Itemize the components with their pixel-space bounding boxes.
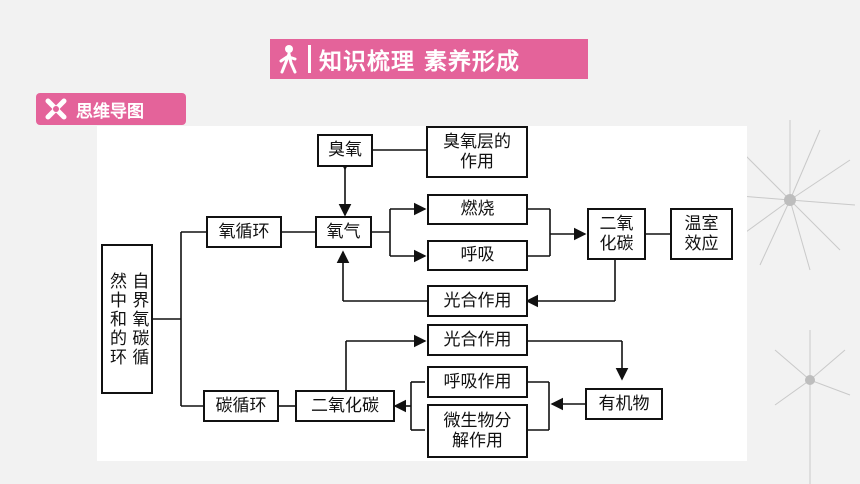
root-text-col-2: 然中和的环 <box>106 271 126 367</box>
mind-map-tag: 思维导图 <box>36 93 186 125</box>
carbon-cycle-node: 碳循环 <box>203 390 279 422</box>
respiration-node: 呼吸 <box>427 240 528 271</box>
co2-bottom-node: 二氧化碳 <box>295 390 395 422</box>
diagram-canvas: 自界氧碳循 然中和的环 氧循环 碳循环 臭氧 臭氧层的作用 氧气 燃烧 呼吸 二… <box>97 126 747 461</box>
respiration-bottom-node: 呼吸作用 <box>427 366 528 398</box>
oxygen-node: 氧气 <box>315 216 372 248</box>
section-title-banner: 知识梳理 素养形成 <box>270 39 588 79</box>
ozone-node: 臭氧 <box>317 134 373 167</box>
greenhouse-effect-node: 温室效应 <box>670 208 733 260</box>
oxygen-cycle-node: 氧循环 <box>206 216 282 248</box>
decomposition-node: 微生物分解作用 <box>427 404 528 458</box>
photosynthesis-top-node: 光合作用 <box>427 285 528 317</box>
co2-top-node: 二氧化碳 <box>587 208 646 260</box>
cross-arrows-icon <box>36 93 76 125</box>
photosynthesis-bottom-node: 光合作用 <box>427 324 528 356</box>
section-title: 知识梳理 素养形成 <box>319 49 521 75</box>
combustion-node: 燃烧 <box>427 194 528 225</box>
mind-map-label: 思维导图 <box>76 101 144 122</box>
connector-lines <box>153 149 670 431</box>
organic-matter-node: 有机物 <box>585 388 663 420</box>
title-separator <box>308 45 311 73</box>
ozone-layer-role-node: 臭氧层的作用 <box>426 126 528 178</box>
root-text-col-1: 自界氧碳循 <box>128 271 149 367</box>
walking-person-icon <box>270 39 308 79</box>
dandelion-decoration <box>727 120 856 484</box>
root-node: 自界氧碳循 然中和的环 <box>101 244 153 394</box>
